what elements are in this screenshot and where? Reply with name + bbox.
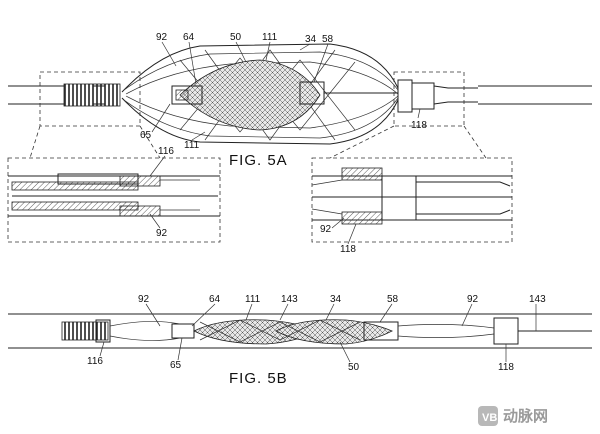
fig5b-caption: FIG. 5B: [229, 370, 288, 387]
fig5b-labels: 92 64 111 143 34 58 92 143 116 65 50 118…: [87, 294, 546, 387]
fig5a-inset-left: 116 92: [7, 146, 221, 243]
fig5a-labels: 92 64 50 111 34 58 65 111 118 FIG. 5A: [140, 32, 427, 169]
label-65: 65: [170, 360, 182, 371]
label-50: 50: [348, 362, 360, 373]
label-118: 118: [411, 120, 427, 131]
label-111b: 111: [184, 140, 200, 151]
label-111: 111: [262, 32, 278, 43]
fig5a-device: [8, 43, 592, 159]
label-50: 50: [230, 32, 242, 43]
label-34: 34: [330, 294, 342, 305]
watermark-logo: VB 动脉网: [478, 406, 548, 426]
label-143a: 143: [281, 294, 298, 305]
label-118: 118: [498, 362, 514, 373]
fig5a-inset-right: 92 118: [311, 157, 513, 255]
label-34: 34: [305, 34, 317, 45]
fig5a-caption: FIG. 5A: [229, 152, 288, 169]
label-58: 58: [322, 34, 334, 45]
watermark-text: 动脉网: [503, 407, 548, 425]
label-65: 65: [140, 130, 152, 141]
label-64: 64: [183, 32, 195, 43]
label-92b: 92: [467, 294, 479, 305]
inset-right-label-118: 118: [340, 244, 356, 255]
label-58: 58: [387, 294, 399, 305]
label-111: 111: [245, 294, 261, 305]
fig5b-device: [8, 313, 592, 349]
label-92: 92: [156, 32, 168, 43]
label-92a: 92: [138, 294, 150, 305]
inset-left-label-92: 92: [156, 228, 168, 239]
svg-text:VB: VB: [482, 412, 497, 424]
label-143b: 143: [529, 294, 546, 305]
label-116: 116: [87, 356, 103, 367]
inset-left-label-116: 116: [158, 146, 174, 157]
label-64: 64: [209, 294, 221, 305]
inset-right-label-92: 92: [320, 224, 332, 235]
